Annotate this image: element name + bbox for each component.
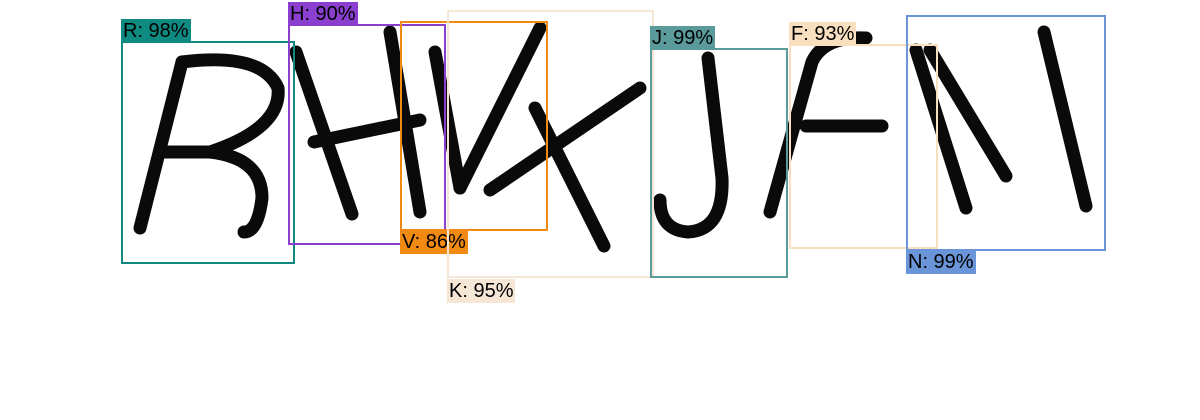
label-v: V: 86% (400, 230, 468, 254)
bbox-n (906, 15, 1106, 251)
label-k: K: 95% (447, 279, 516, 303)
bbox-k (447, 10, 654, 278)
bbox-r (121, 41, 295, 264)
captcha-glyph-n (909, 25, 1093, 215)
captcha-glyph-j (653, 51, 729, 239)
captcha-glyph-h (289, 25, 427, 221)
label-h: H: 90% (288, 2, 358, 26)
label-n: N: 99% (906, 250, 976, 274)
bbox-f (789, 44, 938, 249)
bbox-h (288, 24, 446, 245)
captcha-glyph-r (133, 53, 285, 239)
bbox-j (650, 48, 788, 278)
label-j: J: 99% (650, 26, 716, 50)
label-f: F: 93% (789, 22, 857, 46)
bbox-v (400, 21, 548, 231)
label-r: R: 98% (121, 19, 191, 43)
